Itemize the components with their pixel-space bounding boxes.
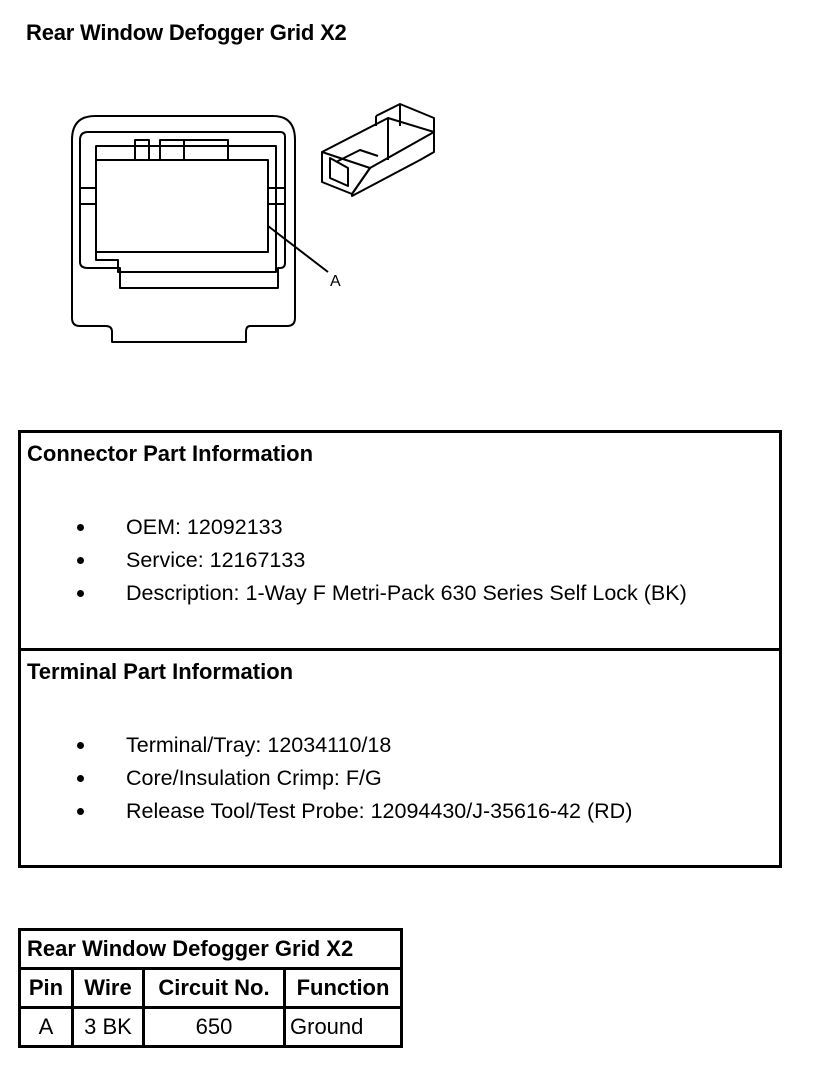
terminal-list: Terminal/Tray: 12034110/18 Core/Insulati… [21,729,779,828]
pin-table-caption: Rear Window Defogger Grid X2 [18,928,403,970]
bullet-icon [77,557,84,564]
bullet-icon [77,742,84,749]
cell-wire: 3 BK [71,1006,145,1048]
terminal-part-section: Terminal Part Information Terminal/Tray:… [21,651,779,865]
cell-function: Ground [283,1006,403,1048]
cell-circuit: 650 [142,1006,286,1048]
cell-pin: A [18,1006,74,1048]
page-title: Rear Window Defogger Grid X2 [26,20,347,45]
bullet-icon [77,524,84,531]
header-pin: Pin [18,967,74,1009]
connector-part-section: Connector Part Information OEM: 12092133… [21,433,779,651]
list-item: Description: 1-Way F Metri-Pack 630 Seri… [21,577,779,610]
bullet-icon [77,590,84,597]
list-item: Release Tool/Test Probe: 12094430/J-3561… [21,795,779,828]
bullet-icon [77,808,84,815]
connector-heading: Connector Part Information [27,441,314,466]
terminal-heading: Terminal Part Information [27,659,294,684]
pin-table-header-row: Pin Wire Circuit No. Function [18,967,403,1009]
pin-table: Rear Window Defogger Grid X2 Pin Wire Ci… [18,928,403,1048]
list-item: OEM: 12092133 [21,511,779,544]
header-function: Function [283,967,403,1009]
list-item: Service: 12167133 [21,544,779,577]
callout-label-a: A [330,273,341,290]
bullet-icon [77,775,84,782]
header-wire: Wire [71,967,145,1009]
connector-list: OEM: 12092133 Service: 12167133 Descript… [21,511,779,610]
header-circuit: Circuit No. [142,967,286,1009]
connector-diagram: A [71,103,435,343]
connector-iso-icon [321,103,435,197]
part-info-box: Connector Part Information OEM: 12092133… [18,430,782,868]
list-item: Core/Insulation Crimp: F/G [21,762,779,795]
table-row: A 3 BK 650 Ground [18,1006,403,1048]
list-item: Terminal/Tray: 12034110/18 [21,729,779,762]
